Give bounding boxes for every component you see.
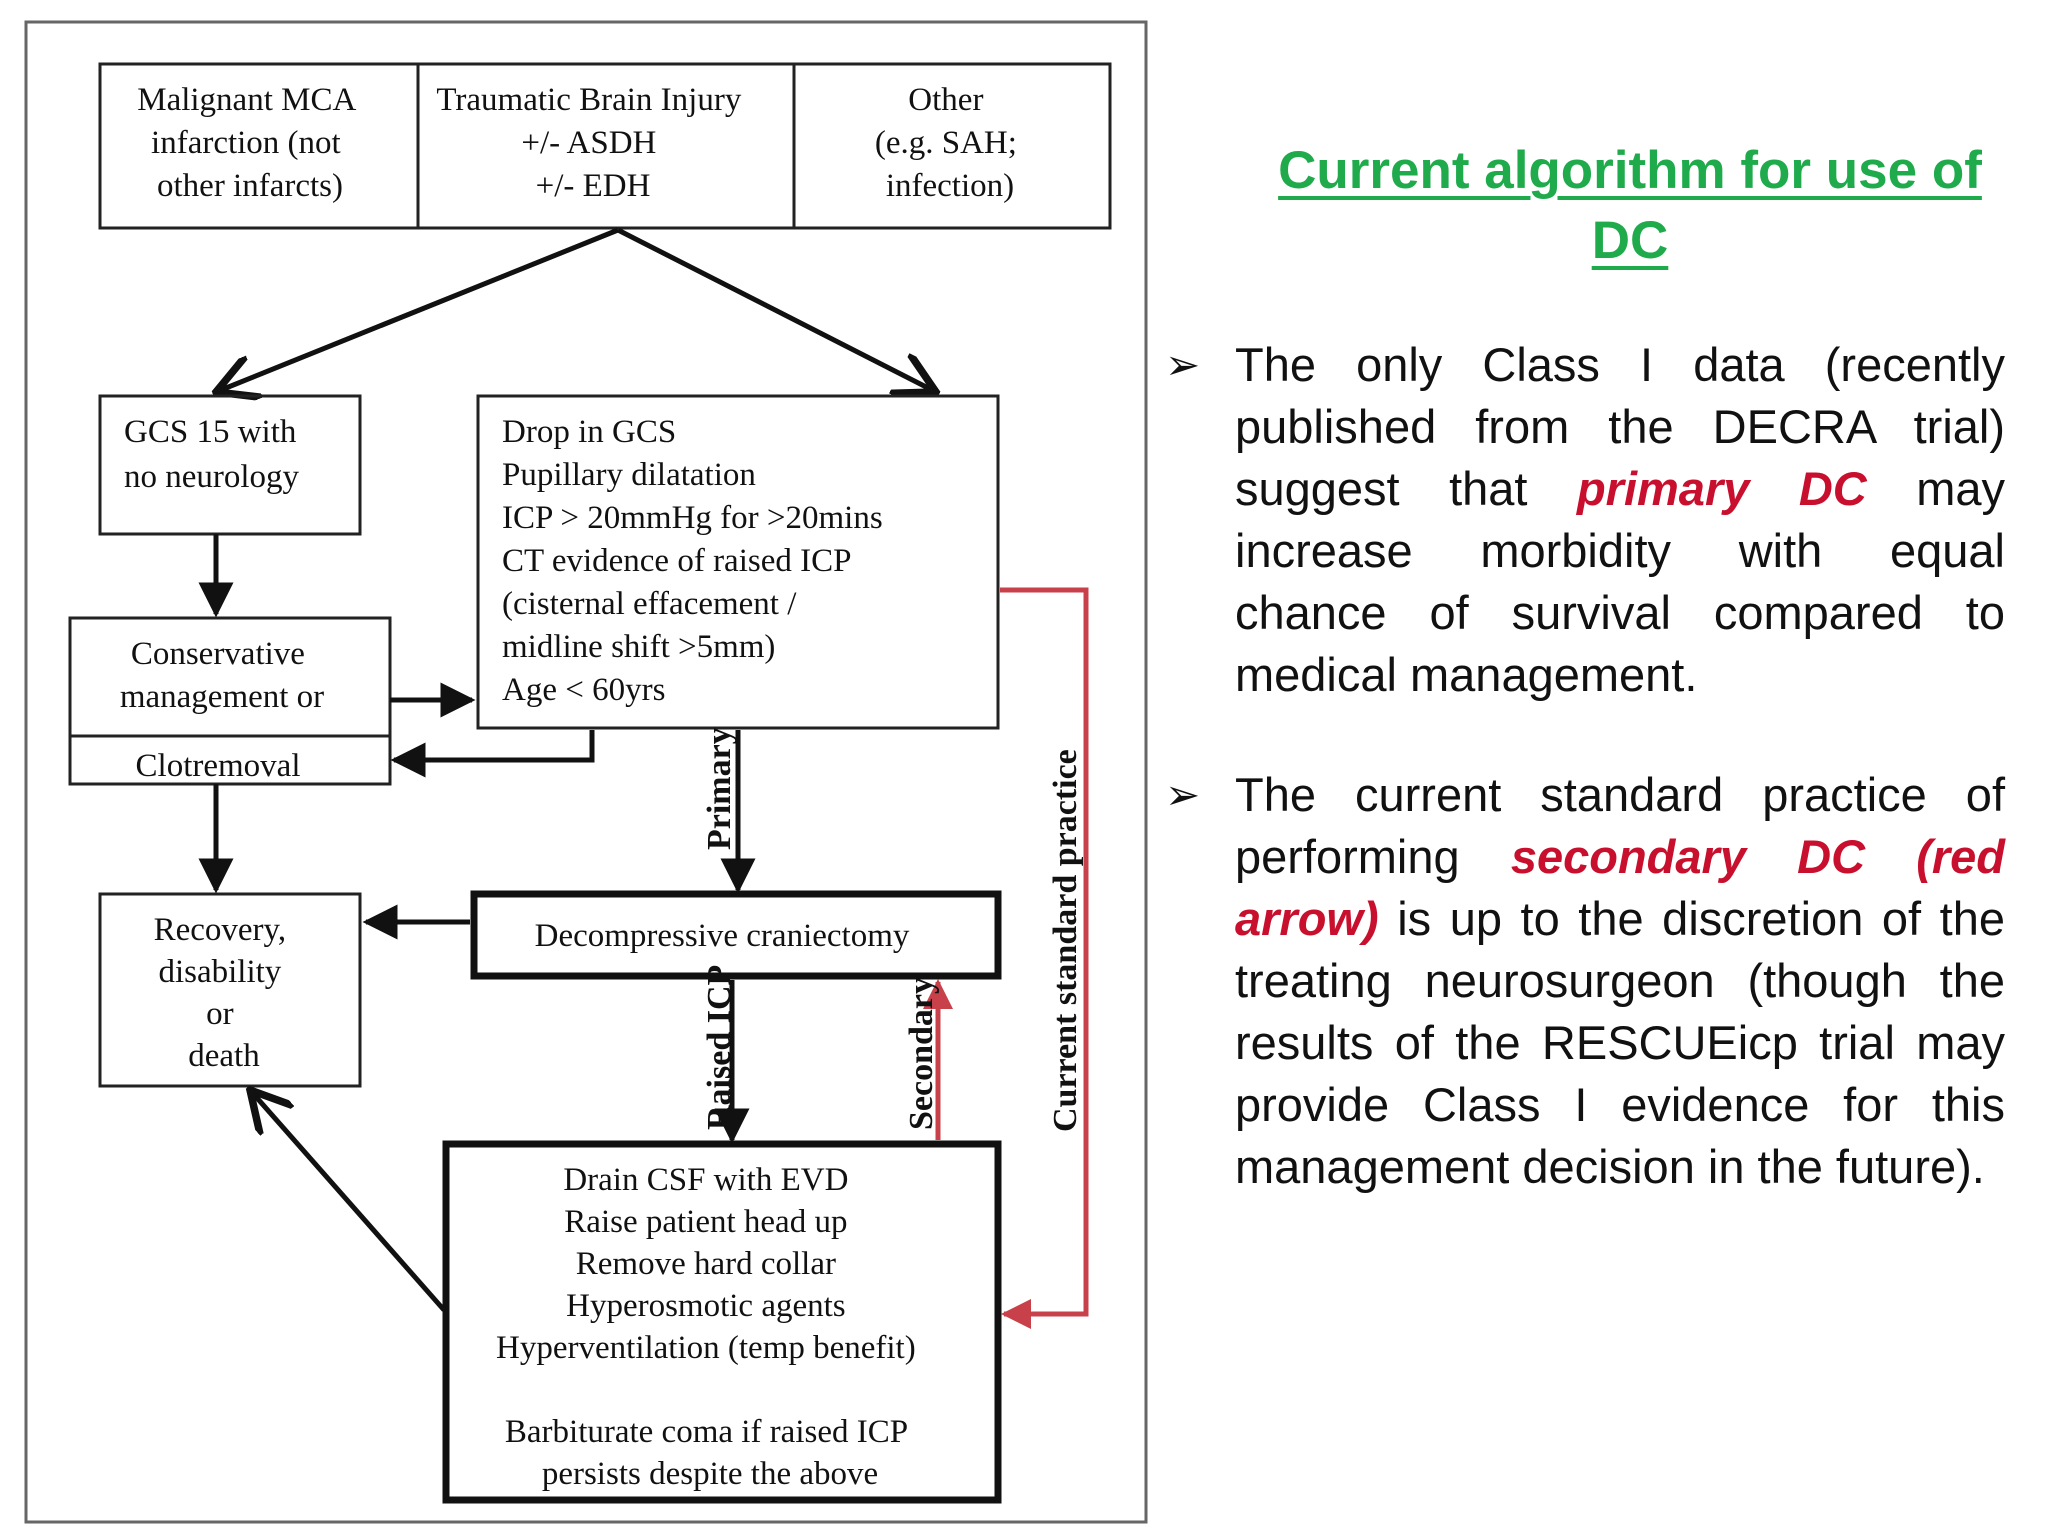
text-line: (e.g. SAH;	[875, 125, 1017, 161]
bullet-arrow-icon: ➢	[1165, 771, 1201, 818]
bullet-item: ➢ The only Class I data (recently publish…	[1165, 334, 2005, 706]
emphasis-text: secondary DC (red arrow)	[1235, 830, 2005, 945]
text-line: Other	[908, 82, 983, 118]
clot-removal-text: Clotremoval	[136, 748, 301, 784]
text-line: Remove hard collar	[576, 1246, 836, 1282]
text-line: Age < 60yrs	[502, 672, 665, 708]
diagram-frame	[24, 20, 1148, 1524]
raised-icp-label: Raised ICP	[701, 965, 738, 1130]
text-line: Barbiturate coma if raised ICP	[505, 1414, 908, 1450]
box-decompressive-craniectomy	[470, 890, 1002, 980]
primary-label: Primary	[701, 727, 738, 850]
arrow-drop-to-clot	[390, 730, 595, 778]
bullet-list: ➢ The only Class I data (recently publish…	[1165, 334, 2005, 1198]
current-practice-label: Current standard practice	[1047, 749, 1084, 1132]
text-line: no neurology	[124, 459, 300, 495]
text-line: Malignant MCA	[137, 82, 356, 118]
arrow-to-drop-gcs	[616, 227, 936, 392]
bullet-text: The only Class I data (recently publishe…	[1235, 334, 2005, 706]
text-line: or	[206, 996, 234, 1032]
box-recovery	[98, 892, 362, 1088]
slide-title: Current algorithm for use of DC	[1278, 141, 1982, 270]
text-line: midline shift >5mm)	[502, 629, 775, 665]
text-line: persists despite the above	[542, 1456, 878, 1492]
other-text: Other (e.g. SAH; infection)	[875, 82, 1025, 204]
text-line: Hyperventilation (temp benefit)	[496, 1330, 916, 1366]
text-line: Traumatic Brain Injury	[436, 82, 741, 118]
body-text: may increase morbidity with equal chance…	[1235, 462, 2005, 701]
text-line: management or	[120, 679, 324, 715]
text-line: GCS 15 with	[124, 414, 297, 450]
text-line: (cisternal effacement /	[502, 586, 797, 622]
arrow-to-gcs15	[216, 227, 619, 392]
text-line: Recovery,	[154, 912, 287, 948]
arrow-current-standard-practice	[1000, 587, 1089, 1329]
text-line: death	[188, 1038, 260, 1074]
box-drop-gcs	[476, 394, 1000, 730]
text-line: Raise patient head up	[564, 1204, 847, 1240]
tbi-text: Traumatic Brain Injury +/- ASDH +/- EDH	[436, 82, 749, 204]
body-text: is up to the discretion of the treating …	[1235, 892, 2005, 1193]
text-line: +/- EDH	[536, 168, 651, 204]
text-line: ICP > 20mmHg for >20mins	[502, 500, 883, 536]
box-gcs15	[98, 394, 362, 536]
box-top-row	[98, 62, 1112, 230]
drain-csf-text: Drain CSF with EVD Raise patient head up…	[496, 1162, 924, 1492]
text-line: Conservative	[131, 636, 305, 672]
text-panel: Current algorithm for use of DC ➢ The onl…	[1165, 128, 2005, 1198]
text-line: infarction (not	[151, 125, 341, 161]
text-line: Drop in GCS	[502, 414, 676, 450]
text-line: CT evidence of raised ICP	[502, 543, 851, 579]
body-text: The current standard practice of perform…	[1235, 768, 2005, 883]
drop-gcs-text: Drop in GCS Pupillary dilatation ICP > 2…	[502, 414, 891, 708]
text-line: Pupillary dilatation	[502, 457, 756, 493]
bullet-item: ➢ The current standard practice of perfor…	[1165, 764, 2005, 1198]
arrow-drain-to-recovery	[250, 1090, 446, 1312]
text-line: Hyperosmotic agents	[566, 1288, 846, 1324]
bullet-arrow-icon: ➢	[1165, 341, 1201, 388]
bullet-text: The current standard practice of perform…	[1235, 764, 2005, 1198]
text-line: disability	[158, 954, 281, 990]
text-line: infection)	[886, 168, 1014, 204]
emphasis-text: primary DC	[1576, 462, 1867, 515]
body-text: The only Class I data (recently publishe…	[1235, 338, 2005, 515]
text-line: other infarcts)	[157, 168, 343, 204]
flowchart: Malignant MCA infarction (not other infa…	[24, 20, 1148, 1524]
malignant-mca-text: Malignant MCA infarction (not other infa…	[137, 82, 363, 204]
gcs15-text: GCS 15 with no neurology	[124, 414, 305, 495]
box-drain-csf	[442, 1140, 1002, 1504]
text-line: Drain CSF with EVD	[563, 1162, 848, 1198]
recovery-text: Recovery, disability or death	[154, 912, 295, 1074]
conservative-text: Conservative management or	[120, 636, 324, 715]
text-line: +/- ASDH	[521, 125, 656, 161]
secondary-label: Secondary	[903, 977, 940, 1130]
dc-text: Decompressive craniectomy	[535, 918, 910, 954]
